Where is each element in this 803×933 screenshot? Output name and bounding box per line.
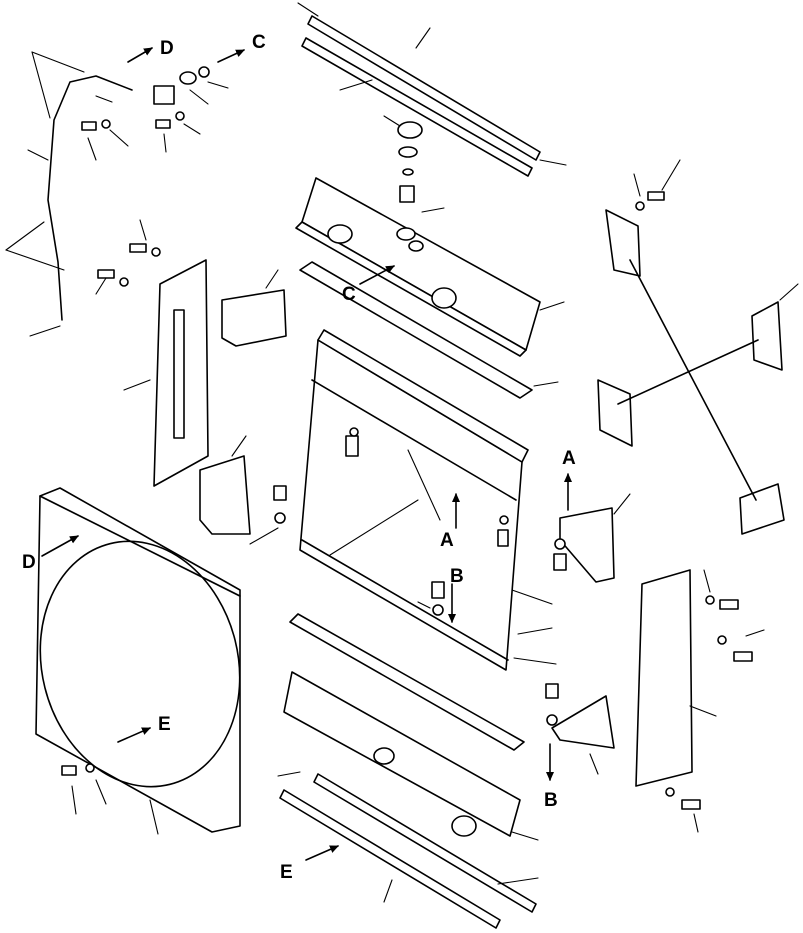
top-gasket-strips [297,2,567,177]
callout-A-bracket-label: A [562,448,576,469]
callout-C-tank-label: C [342,284,356,305]
callout-B-core-label: B [450,566,464,587]
callout-D-shroud-label: D [22,552,36,573]
callout-A-core: A [440,493,460,551]
fan-shroud [35,487,241,835]
filler-cap-parts [383,115,445,213]
lower-left-bracket [199,435,287,545]
right-lower-bracket [545,683,615,775]
shroud-bolt [61,763,107,815]
radiator-core [299,329,557,671]
callout-A-core-label: A [440,530,454,551]
bottom-gasket-strips [277,771,539,929]
overflow-pipe [5,51,133,337]
callout-B-core: B [448,566,464,623]
upper-tank [295,177,565,357]
lower-gasket-frame [289,613,525,751]
callout-A-bracket: A [562,448,576,511]
callout-D-shroud: D [22,535,79,573]
callout-E-bottom: E [280,845,339,883]
lower-tank [283,671,539,841]
left-side-plate [123,259,209,487]
callout-D-top: D [127,38,174,63]
callout-E-shroud: E [117,714,171,743]
callout-E-bottom-label: E [280,862,293,883]
callout-D-top-label: D [160,38,174,59]
pipe-clamp-parts [81,66,229,161]
core-bolts [345,427,509,616]
upper-left-bracket [221,269,287,347]
right-upper-bracket [553,493,631,583]
callout-B-bracket-label: B [544,790,558,811]
right-plate-bolts [665,569,765,833]
callout-C-tank: C [342,265,395,305]
callout-C-top-label: C [252,32,266,53]
cross-brace [597,159,799,535]
right-side-plate [635,569,717,787]
callout-C-top: C [217,32,266,63]
left-plate-bolts [95,219,161,295]
upper-gasket-frame [299,261,559,399]
callout-E-shroud-label: E [158,714,171,735]
callout-B-bracket: B [544,743,558,811]
